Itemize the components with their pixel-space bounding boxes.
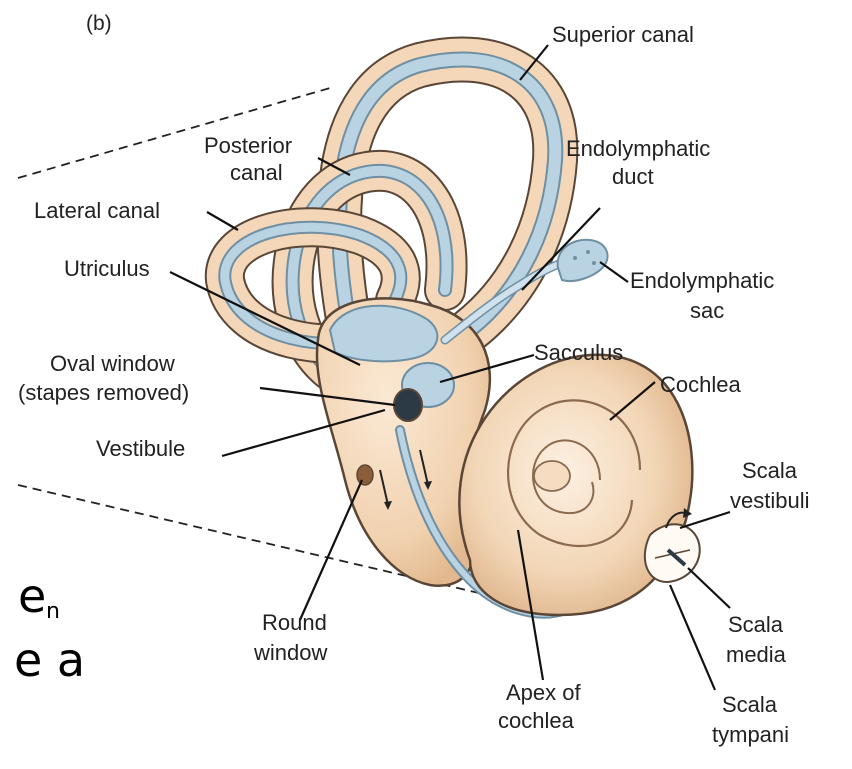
edge-text-fragments: e n e a bbox=[14, 569, 85, 687]
label-posterior-canal-line1: Posterior bbox=[204, 133, 292, 158]
label-superior-canal: Superior canal bbox=[552, 22, 694, 47]
oval-window-shape bbox=[394, 389, 422, 421]
label-scala-tympani-line2: tympani bbox=[712, 722, 789, 747]
leader-round-window bbox=[300, 480, 362, 620]
leader-scala-media bbox=[688, 568, 730, 608]
label-lateral-canal: Lateral canal bbox=[34, 198, 160, 223]
label-oval-window-line1: Oval window bbox=[50, 351, 175, 376]
leader-endolymphatic-sac bbox=[600, 262, 628, 282]
leader-scala-tympani bbox=[670, 585, 715, 690]
label-round-window-line1: Round bbox=[262, 610, 327, 635]
label-vestibule: Vestibule bbox=[96, 436, 185, 461]
label-scala-vestibuli-line1: Scala bbox=[742, 458, 798, 483]
label-endolymphatic-sac-line1: Endolymphatic bbox=[630, 268, 774, 293]
label-utriculus: Utriculus bbox=[64, 256, 150, 281]
label-apex-line2: cochlea bbox=[498, 708, 575, 733]
panel-label: (b) bbox=[86, 12, 112, 35]
label-cochlea: Cochlea bbox=[660, 372, 741, 397]
round-window-shape bbox=[357, 465, 373, 485]
label-scala-vestibuli-line2: vestibuli bbox=[730, 488, 809, 513]
edge-fragment-line1-sub: n bbox=[46, 599, 60, 624]
label-oval-window-line2: (stapes removed) bbox=[18, 380, 189, 405]
label-endolymphatic-sac-line2: sac bbox=[690, 298, 724, 323]
label-endolymphatic-duct-line1: Endolymphatic bbox=[566, 136, 710, 161]
label-scala-tympani-line1: Scala bbox=[722, 692, 778, 717]
leader-lateral-canal bbox=[207, 212, 238, 230]
label-apex-line1: Apex of bbox=[506, 680, 581, 705]
edge-fragment-line1: e bbox=[18, 569, 46, 623]
label-sacculus: Sacculus bbox=[534, 340, 623, 365]
label-round-window-line2: window bbox=[253, 640, 327, 665]
label-endolymphatic-duct-line2: duct bbox=[612, 164, 654, 189]
label-scala-media-line2: media bbox=[726, 642, 787, 667]
label-scala-media-line1: Scala bbox=[728, 612, 784, 637]
edge-fragment-line2: e a bbox=[14, 633, 85, 687]
label-posterior-canal-line2: canal bbox=[230, 160, 283, 185]
